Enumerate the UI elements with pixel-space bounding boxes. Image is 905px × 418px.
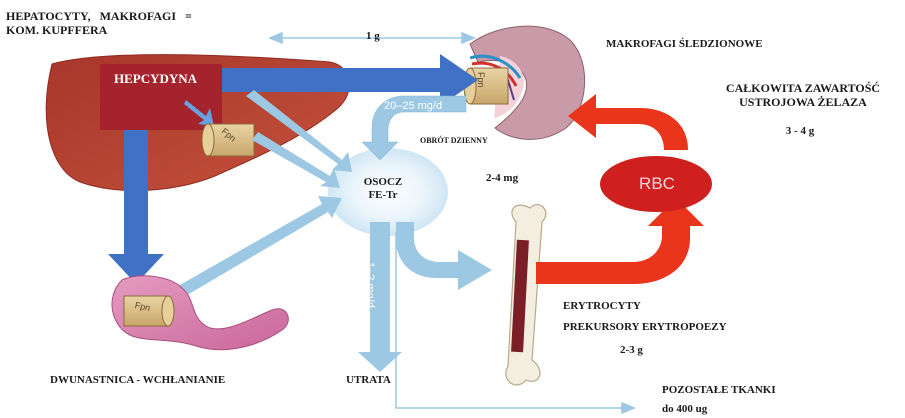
hepcidin-label: HEPCYDYNA [114,72,197,87]
spleen-fpn-label: Fpn [476,72,486,88]
other-tissues-amount-label: do 400 ug [662,403,707,416]
duodenum-label: DWUNASTNICA - WCHŁANIANIE [50,374,225,387]
rbc-label: RBC [620,174,694,194]
arrow-liver-to-plasma-lower [252,132,340,188]
loss-label: UTRATA [346,374,391,387]
other-tissues-label: POZOSTAŁE TKANKI [662,384,776,397]
arrow-plasma-to-bone [396,222,492,290]
plasma-amount-label: 2-4 mg [486,172,518,185]
spleen-fpn [464,68,508,104]
arrow-bone-to-rbc [536,198,704,284]
flow-20-25-label: 20–25 mg/d [384,100,442,112]
total-iron-amount-label: 3 - 4 g [770,125,830,138]
loss-rate-label: 1–2 mg/d [364,262,376,308]
daily-turnover-label: OBRÓT DZIENNY [420,136,488,145]
arrow-rbc-to-spleen [568,94,688,150]
erythrocytes-label: ERYTROCYTY PREKURSORY ERYTROPOEZY [563,296,727,338]
erythrocytes-amount-label: 2-3 g [620,344,643,357]
total-iron-label: CAŁKOWITA ZAWARTOŚĆ USTROJOWA ŻELAZA [712,82,894,110]
plasma-label: OSOCZ FE-Tr [355,176,411,201]
bone [506,205,546,385]
arrow-duodenum-to-plasma [164,196,342,304]
flow-1g-label: 1 g [366,30,380,43]
hepatocytes-label: HEPATOCYTY, MAKROFAGI = KOM. KUPFFERA [6,10,192,38]
spleen-macrophages-label: MAKROFAGI ŚLEDZIONOWE [606,38,763,51]
